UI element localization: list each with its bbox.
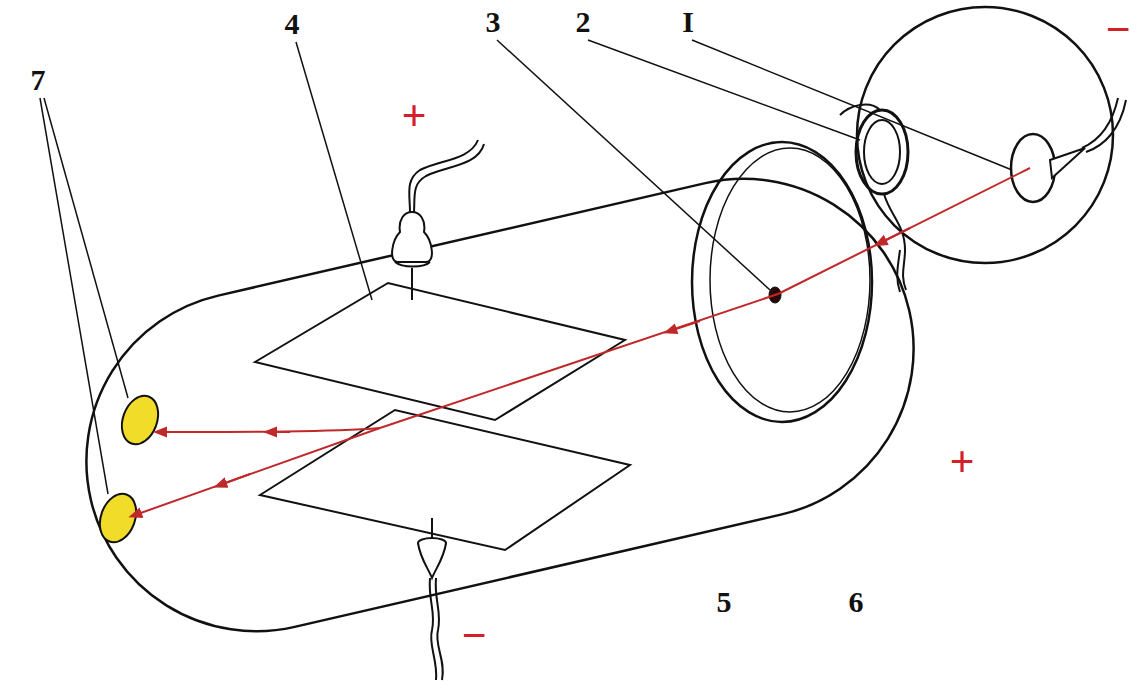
leader-line: [497, 40, 770, 290]
polarity-sign: −: [458, 613, 489, 659]
lower-terminal-body: [418, 543, 446, 578]
callout-number: 6: [846, 586, 867, 618]
upper-terminal: [392, 212, 432, 262]
ring-anode-inner: [864, 120, 900, 184]
screen-spot: [115, 391, 164, 450]
leader-line: [40, 98, 108, 494]
beam-arrow: [220, 474, 250, 485]
polarity-sign: +: [398, 93, 429, 139]
leader-line: [44, 98, 128, 398]
cathode: [1011, 134, 1055, 202]
lower-wire: [430, 578, 443, 680]
leader-line: [692, 40, 1012, 170]
callout-number: I: [679, 6, 697, 38]
upper-wire: [409, 140, 484, 212]
screen-spot: [93, 489, 142, 548]
callout-number: 5: [714, 586, 735, 618]
polarity-sign: −: [1102, 7, 1133, 53]
anode-disc: [692, 142, 872, 422]
deflected-beam: [160, 428, 380, 432]
leader-line: [296, 42, 372, 300]
upper-terminal-base: [395, 262, 430, 267]
callout-number: 7: [28, 64, 49, 96]
electron-beam: [380, 294, 778, 428]
cathode-wire: [1082, 98, 1126, 152]
tube-body: [53, 145, 948, 665]
undeflected-beam: [135, 428, 380, 515]
electron-beam: [778, 168, 1030, 294]
upper-plate-rod: [411, 268, 413, 300]
callout-number: 2: [573, 6, 594, 38]
anode-wire: [884, 194, 906, 292]
polarity-sign: +: [946, 439, 977, 485]
callout-number: 3: [483, 6, 504, 38]
beam-arrow: [270, 431, 290, 433]
callout-number: 4: [282, 8, 303, 40]
ring-anode: [856, 110, 908, 194]
beam-arrow: [880, 228, 910, 243]
lower-plate-rod: [431, 518, 433, 540]
neck-bulb: [857, 7, 1113, 263]
anode-disc-rim: [710, 148, 870, 412]
leader-line: [588, 40, 860, 140]
cathode-stem: [1050, 148, 1085, 178]
beam-arrow: [670, 321, 700, 331]
upper-plate: [255, 283, 625, 420]
